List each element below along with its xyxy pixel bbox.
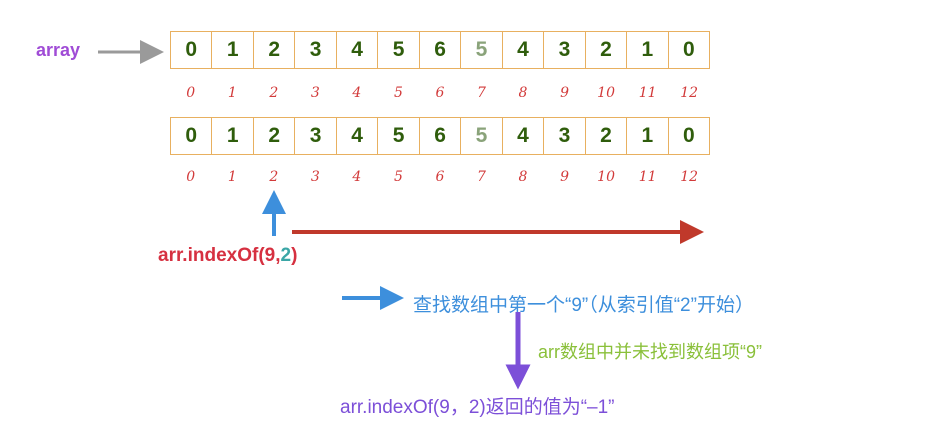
original-index-label: 9 [560,85,569,101]
original-index-label: 6 [435,85,445,101]
original-index-label: 3 [310,85,320,101]
search-cell: 1 [627,118,669,154]
original-index-label: 7 [477,85,486,101]
original-index-label: 2 [269,85,279,101]
array-label: array [36,40,81,60]
search-cell: 6 [420,118,462,154]
search-description: 查找数组中第一个“9”（从索引值“2”开始） [413,295,754,316]
original-cell: 5 [461,32,503,68]
search-index-label: 7 [477,169,486,185]
original-cell: 3 [295,32,337,68]
call-prefix: arr.indexOf(9, [158,245,281,266]
original-index-label: 0 [186,85,196,101]
result-description: arr.indexOf(9，2)返回的值为“–1” [340,397,615,418]
original-index-label: 1 [227,85,237,101]
original-index-label: 12 [680,85,699,101]
original-cell: 4 [503,32,545,68]
original-index-label: 5 [393,85,403,101]
original-cell: 3 [544,32,586,68]
original-cell: 4 [337,32,379,68]
search-index-label: 11 [638,169,657,185]
original-cell: 6 [420,32,462,68]
call-suffix: ) [291,245,298,266]
search-cell: 5 [378,118,420,154]
search-cell: 2 [586,118,628,154]
indexof-call-label: arr.indexOf(9,2) [158,245,297,267]
search-index-label: 3 [310,169,320,185]
original-index-label: 8 [518,85,528,101]
original-cell: 0 [171,32,213,68]
search-index-label: 4 [352,169,362,185]
search-cell: 5 [461,118,503,154]
search-cell: 4 [503,118,545,154]
not-found-description: arr数组中并未找到数组项“9” [538,342,762,362]
original-index-label: 10 [597,85,615,101]
search-index-label: 8 [518,169,528,185]
original-cell: 1 [627,32,669,68]
search-cell: 3 [295,118,337,154]
original-cell: 2 [254,32,296,68]
search-cell: 3 [544,118,586,154]
search-index-label: 2 [269,169,279,185]
search-index-label: 1 [227,169,237,185]
original-cell: 2 [586,32,628,68]
original-index-label: 4 [352,85,362,101]
search-index-label: 12 [680,169,699,185]
search-cell: 0 [683,124,695,147]
original-cell: 1 [212,32,254,68]
search-cell: 1 [212,118,254,154]
search-index-label: 5 [393,169,403,185]
search-index-label: 0 [186,169,196,185]
original-cell: 0 [683,38,695,61]
call-arg: 2 [280,245,292,266]
search-cell: 2 [254,118,296,154]
search-index-label: 9 [560,169,569,185]
search-cell: 4 [337,118,379,154]
original-index-label: 11 [638,85,657,101]
search-index-label: 10 [597,169,615,185]
original-cell: 5 [378,32,420,68]
search-index-label: 6 [435,169,445,185]
search-cell: 0 [171,118,213,154]
